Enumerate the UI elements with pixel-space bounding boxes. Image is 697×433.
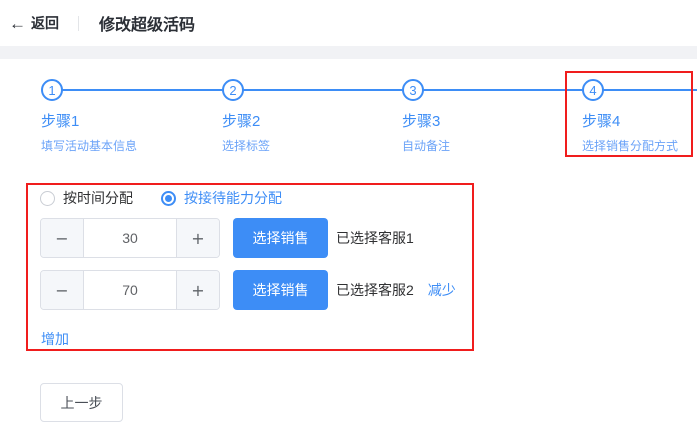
increase-row-link[interactable]: 增加 bbox=[41, 331, 69, 347]
capacity-stepper-1: − + bbox=[40, 218, 220, 258]
capacity-stepper-2: − + bbox=[40, 270, 220, 310]
radio-by-capacity[interactable]: 按接待能力分配 bbox=[161, 188, 282, 208]
radio-by-time[interactable]: 按时间分配 bbox=[40, 188, 133, 208]
radio-by-capacity-label: 按接待能力分配 bbox=[184, 190, 282, 206]
selected-agent-info-1: 已选择客服1 bbox=[336, 230, 414, 246]
step-3-desc: 自动备注 bbox=[402, 139, 451, 153]
allocation-mode-radio-group: 按时间分配 按接待能力分配 bbox=[40, 190, 282, 206]
allocation-row-2: − + 选择销售 已选择客服2 减少 bbox=[40, 270, 456, 310]
select-sales-button-1[interactable]: 选择销售 bbox=[233, 218, 328, 258]
stepper-step-4: 4 步骤4 选择销售分配方式 bbox=[582, 79, 678, 154]
page-title: 修改超级活码 bbox=[99, 17, 196, 34]
step-4-circle: 4 bbox=[582, 79, 604, 101]
capacity-input-1[interactable] bbox=[84, 219, 176, 257]
step-1-desc: 填写活动基本信息 bbox=[41, 139, 138, 153]
decrease-row-link[interactable]: 减少 bbox=[427, 282, 456, 298]
radio-by-capacity-dot bbox=[161, 190, 176, 206]
increment-button[interactable]: + bbox=[176, 219, 219, 257]
capacity-input-2[interactable] bbox=[84, 271, 176, 309]
step-3-label: 步骤3 bbox=[402, 113, 441, 130]
decrement-button[interactable]: − bbox=[41, 219, 84, 257]
step-4-desc: 选择销售分配方式 bbox=[582, 139, 679, 153]
step-2-desc: 选择标签 bbox=[222, 139, 271, 153]
step-2-label: 步骤2 bbox=[222, 113, 261, 130]
radio-by-time-dot bbox=[40, 190, 55, 206]
step-2-circle: 2 bbox=[222, 79, 244, 101]
step-1-circle: 1 bbox=[41, 79, 63, 101]
stepper-line bbox=[52, 89, 697, 91]
stepper-step-1: 1 步骤1 填写活动基本信息 bbox=[41, 79, 137, 154]
decrement-button[interactable]: − bbox=[41, 271, 84, 309]
previous-step-button[interactable]: 上一步 bbox=[40, 383, 123, 422]
stepper-step-3: 3 步骤3 自动备注 bbox=[402, 79, 450, 154]
allocation-row-1: − + 选择销售 已选择客服1 bbox=[40, 218, 414, 258]
radio-by-time-label: 按时间分配 bbox=[63, 190, 133, 206]
step-3-circle: 3 bbox=[402, 79, 424, 101]
increment-button[interactable]: + bbox=[176, 271, 219, 309]
step-1-label: 步骤1 bbox=[41, 113, 80, 130]
header-divider bbox=[78, 15, 79, 31]
back-button[interactable]: ← 返回 bbox=[9, 13, 59, 33]
stepper-step-2: 2 步骤2 选择标签 bbox=[222, 79, 270, 154]
back-label: 返回 bbox=[31, 15, 59, 31]
back-arrow-icon: ← bbox=[9, 13, 26, 33]
selected-agent-info-2: 已选择客服2 bbox=[336, 282, 414, 298]
step-4-label: 步骤4 bbox=[582, 113, 621, 130]
header-content-divider bbox=[0, 46, 697, 59]
highlight-box-allocation-form bbox=[26, 183, 474, 351]
select-sales-button-2[interactable]: 选择销售 bbox=[233, 270, 328, 310]
header: ← 返回 修改超级活码 bbox=[0, 0, 697, 46]
